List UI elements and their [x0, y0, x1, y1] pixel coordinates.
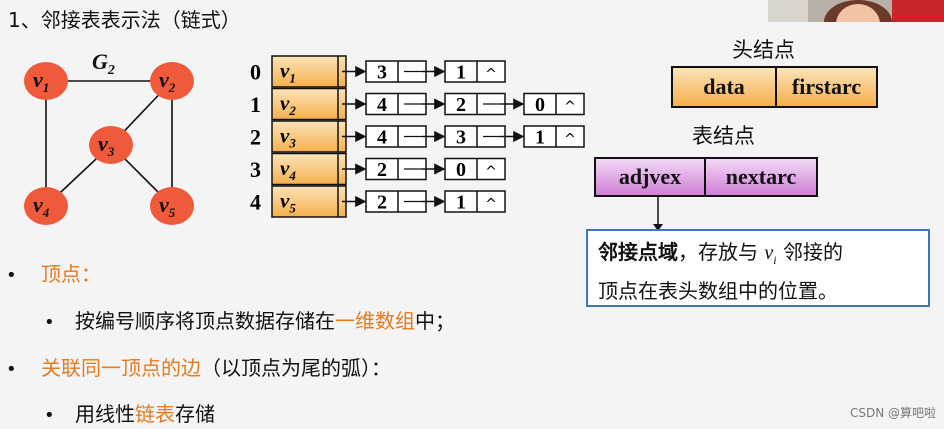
list-node [444, 190, 506, 213]
bullet-dot: • [6, 359, 17, 380]
node-adjvex: 1 [456, 192, 466, 214]
info-line-1: 邻接点域，存放与 vi 邻接的 [598, 237, 918, 276]
node-adjvex: 3 [456, 127, 466, 149]
row-index: 0 [250, 60, 261, 85]
bullet-dot: • [44, 405, 55, 426]
info-line-2: 顶点在表头数组中的位置。 [598, 279, 838, 303]
node-adjvex: 2 [377, 192, 387, 214]
svg-text:v2: v2 [159, 67, 176, 95]
table-node-caption: 表结点 [692, 124, 755, 148]
head-node-firstarc-field: firstarc [775, 66, 878, 108]
vertex-v5: v5 [150, 187, 194, 225]
bullet-2-1-highlight: 链表 [134, 402, 175, 426]
list-node [523, 92, 585, 116]
bullet-1-1-highlight: 一维数组 [334, 309, 415, 333]
vertex-v1: v1 [24, 62, 68, 100]
null-pointer: ^ [485, 67, 497, 83]
slide-title: 1、邻接表表示法（链式） [8, 8, 241, 32]
node-adjvex: 2 [377, 159, 387, 181]
svg-text:v3: v3 [98, 131, 115, 159]
null-pointer: ^ [485, 197, 497, 213]
node-adjvex: 0 [535, 94, 545, 116]
row-index: 4 [250, 190, 261, 215]
table-node-nextarc-field: nextarc [704, 157, 818, 197]
row-index: 2 [250, 125, 261, 150]
adjvex-info-box: 邻接点域，存放与 vi 邻接的 顶点在表头数组中的位置。 [586, 229, 930, 307]
bullet-1-text: 顶点： [40, 262, 101, 286]
node-adjvex: 0 [456, 159, 466, 181]
head-node-caption: 头结点 [732, 38, 795, 62]
bullet-1: • 顶点： [6, 258, 101, 287]
node-adjvex: 1 [456, 62, 466, 84]
null-pointer: ^ [564, 132, 576, 148]
watermark: CSDN @算吧啦 [849, 406, 936, 420]
node-adjvex: 3 [377, 62, 387, 84]
table-node-adjvex-field: adjvex [594, 157, 706, 197]
info-vi: vi [764, 242, 777, 267]
bullet-2-highlight: 关联同一顶点的边 [40, 356, 201, 380]
head-cell [271, 87, 347, 121]
bullet-dot: • [44, 312, 55, 333]
bullet-2: • 关联同一顶点的边（以顶点为尾的弧）： [6, 352, 391, 381]
bullet-2-text: （以顶点为尾的弧）： [200, 356, 391, 380]
null-pointer: ^ [564, 99, 576, 115]
node-adjvex: 1 [535, 127, 545, 149]
bullet-2-1: • 用线性链表存储 [44, 398, 215, 427]
presenter-avatar [768, 0, 944, 22]
list-node [523, 125, 585, 148]
info-text-b: 邻接的 [776, 240, 843, 264]
bullet-1-1-text-b: 中； [414, 309, 455, 333]
vertex-v4: v4 [24, 187, 68, 225]
head-node-data-field: data [671, 66, 777, 108]
vertex-v2: v2 [150, 62, 194, 100]
null-pointer: ^ [485, 164, 497, 180]
node-adjvex: 4 [377, 127, 387, 149]
svg-text:v1: v1 [33, 67, 49, 95]
row-index: 3 [250, 157, 261, 182]
head-cell [271, 185, 347, 218]
head-cell [271, 152, 347, 186]
graph-g2: G2 v1 v2 v3 v4 v5 [24, 49, 194, 225]
list-node [444, 60, 506, 83]
bullet-1-1: • 按编号顺序将顶点数据存储在一维数组中； [44, 305, 455, 334]
row-index: 1 [250, 92, 261, 117]
info-bold-term: 邻接点域 [598, 240, 678, 264]
graph-label: G2 [92, 49, 115, 78]
node-adjvex: 2 [456, 94, 466, 116]
bullet-2-1-text-a: 用线性 [74, 402, 135, 426]
svg-text:v4: v4 [33, 192, 50, 220]
bullet-2-1-text-b: 存储 [174, 402, 215, 426]
info-text-a: ，存放与 [678, 240, 765, 264]
bullet-dot: • [6, 265, 17, 286]
svg-text:v5: v5 [159, 192, 176, 220]
node-adjvex: 4 [377, 94, 387, 116]
bullet-1-1-text-a: 按编号顺序将顶点数据存储在 [74, 309, 335, 333]
vertex-v3: v3 [89, 126, 133, 164]
adjvex-pointer-arrow [653, 196, 663, 231]
list-node [444, 157, 506, 181]
